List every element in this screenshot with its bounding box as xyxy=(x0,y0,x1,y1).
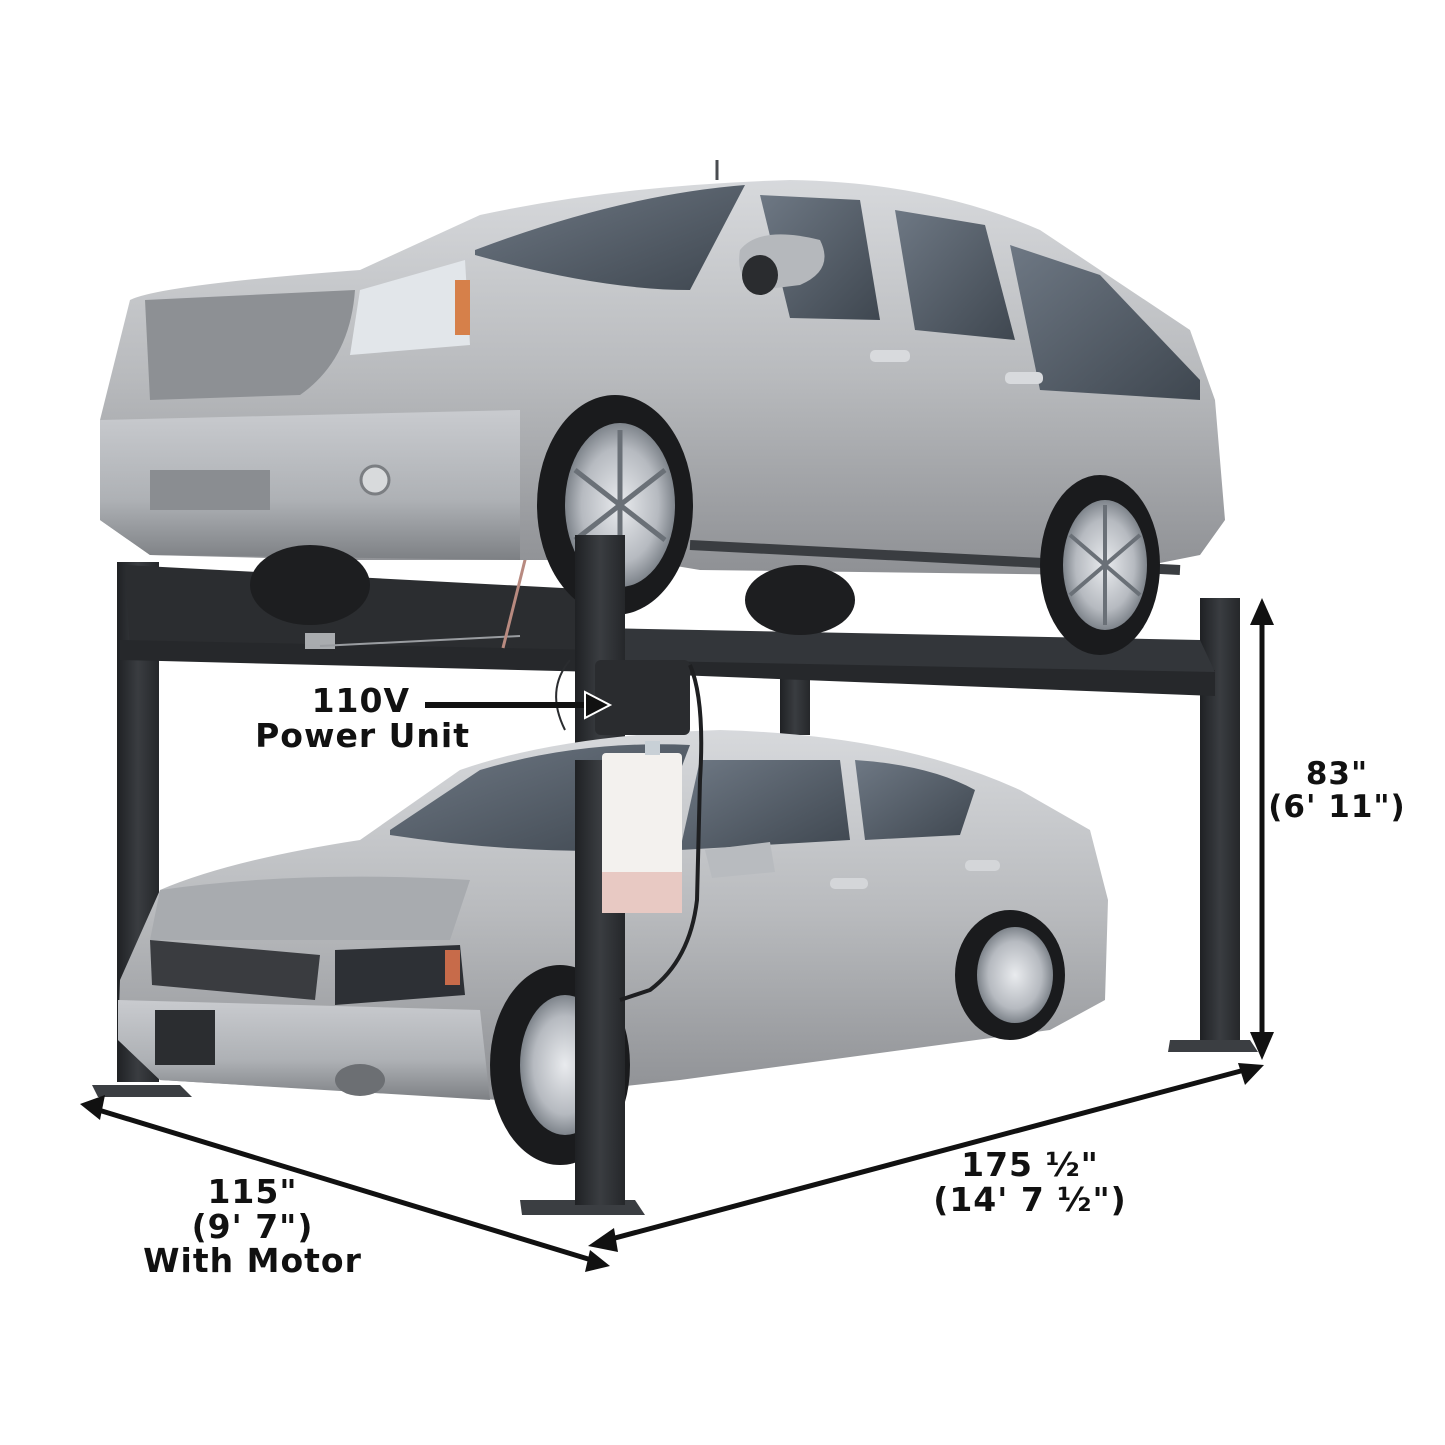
height-inches: 83" xyxy=(1305,756,1369,792)
height-dimension-label: 83" (6' 11") xyxy=(1262,758,1412,823)
length-dimension-label: 175 ½" (14' 7 ½") xyxy=(905,1145,1155,1219)
fluid-level xyxy=(602,872,682,913)
release-lever xyxy=(501,547,530,649)
lift-runway-left xyxy=(125,565,600,665)
safety-cable xyxy=(319,635,521,647)
length-feet-inches: (14' 7 ½") xyxy=(933,1179,1127,1219)
motor-housing xyxy=(595,660,690,735)
rear-right-footplate xyxy=(1168,1040,1258,1052)
width-inches: 115" xyxy=(207,1172,298,1211)
slider-block xyxy=(305,633,335,649)
width-feet-inches: (9' 7") xyxy=(191,1206,314,1246)
power-unit-voltage: 110V xyxy=(311,681,410,720)
length-arrow xyxy=(599,1065,1253,1245)
suv-on-top xyxy=(100,160,1225,655)
left-front-footplate xyxy=(92,1085,192,1097)
width-note: With Motor xyxy=(143,1241,362,1281)
hydraulic-hose xyxy=(619,664,704,1002)
lift-runway-right xyxy=(600,628,1215,672)
width-dimension-label: 115" (9' 7") With Motor xyxy=(130,1172,375,1281)
power-unit-label: 110V Power Unit xyxy=(255,681,470,755)
lift-structure xyxy=(92,543,1258,1097)
dimension-arrows xyxy=(80,598,1274,1272)
power-unit xyxy=(555,659,704,1002)
width-arrow xyxy=(91,1105,599,1265)
length-inches: 175 ½" xyxy=(961,1145,1099,1184)
height-feet-inches: (6' 11") xyxy=(1268,788,1406,825)
power-unit-caption: Power Unit xyxy=(255,715,470,755)
